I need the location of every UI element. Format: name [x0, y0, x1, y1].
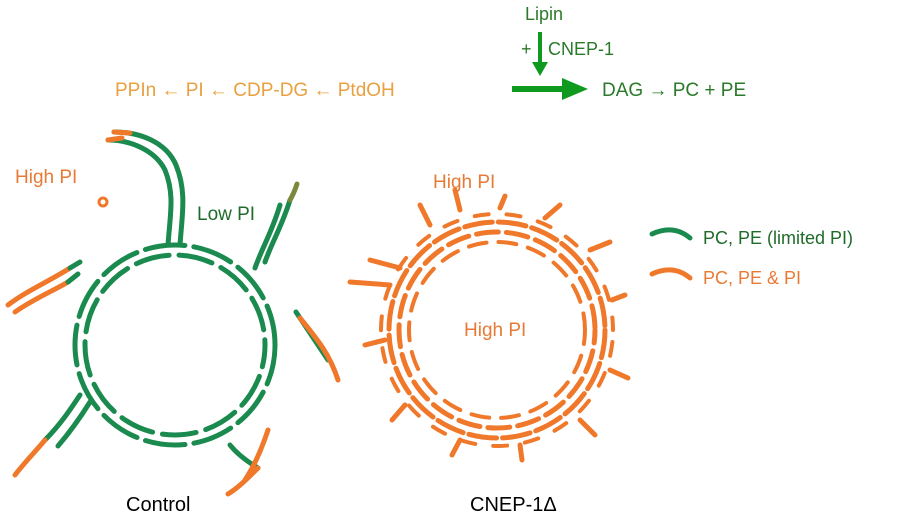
mutant-caption: CNEP-1Δ: [470, 494, 557, 516]
tubule-top-green-2: [111, 129, 186, 248]
cnep1-label: CNEP-1: [548, 39, 614, 59]
mutant-tubule-5: [587, 239, 613, 253]
mutant-ring-3: [407, 240, 587, 420]
tubule-left-green-base: [65, 259, 83, 285]
mutant-tubule-2: [452, 187, 463, 213]
lipin-arrow-head: [532, 62, 548, 76]
tubule-bl-green-2: [55, 399, 93, 449]
legend-orange-label: PC, PE & PI: [703, 268, 801, 288]
mutant-tubule-6: [609, 292, 628, 303]
mutant-high-pi-center-label: High PI: [464, 320, 526, 341]
control-er: [5, 129, 341, 497]
tubule-right-detached-orange: [297, 315, 341, 383]
legend-green-label: PC, PE (limited PI): [703, 228, 853, 248]
control-ring-inner: [82, 252, 268, 438]
mutant-tubule-12: [362, 337, 388, 348]
mutant-tubule-4: [542, 202, 563, 221]
pathway: Lipin + CNEP-1 PPIn ← PI ← CDP-DG ← PtdO…: [115, 4, 746, 101]
tubule-top-green: [105, 137, 174, 248]
tubule-right-green: [262, 197, 293, 265]
mutant-tubule-3: [497, 193, 508, 211]
control-low-pi-label: Low PI: [197, 204, 255, 225]
plus-sign: +: [521, 39, 532, 59]
tubule-right-green-2: [252, 202, 283, 271]
tubule-bl-orange: [12, 437, 48, 478]
control-caption: Control: [126, 494, 190, 516]
control-ring-outer: [72, 242, 278, 448]
tubule-top-orange-tip: [105, 129, 133, 143]
tubule-bl-green: [42, 392, 83, 443]
mutant-ring-1: [386, 219, 608, 441]
legend-orange-swatch: [649, 267, 693, 281]
tubule-br-orange-2: [242, 427, 271, 483]
lipid-chain-left: PPIn ← PI ← CDP-DG ← PtdOH: [115, 80, 395, 101]
mutant-tubule-11: [389, 402, 408, 423]
tubule-right-tip: [287, 181, 300, 203]
mutant-tubule-7: [607, 367, 631, 381]
mutant-tubule-9: [517, 442, 525, 463]
legend-green-swatch: [649, 227, 693, 241]
mutant-tubule-13: [347, 279, 393, 288]
mutant-tubule-8: [577, 417, 598, 438]
orange-vesicle: [97, 196, 109, 208]
lipid-chain-right: DAG → PC + PE: [602, 80, 746, 101]
legend: PC, PE (limited PI) PC, PE & PI: [649, 227, 853, 288]
control-high-pi-label: High PI: [15, 167, 77, 188]
tubule-left-orange: [5, 265, 73, 308]
main-arrow-head: [562, 78, 588, 100]
mutant-high-pi-top-label: High PI: [433, 172, 495, 193]
mutant-er: [347, 187, 631, 463]
tubule-br-orange: [225, 465, 261, 497]
mutant-tubule-1: [417, 202, 433, 228]
mutant-tubule-10: [449, 437, 463, 458]
tubule-left-orange-2: [12, 279, 71, 315]
mutant-ring-2: [396, 229, 598, 431]
lipin-label: Lipin: [525, 4, 563, 24]
mutant-tubule-14: [367, 257, 403, 271]
mutant-ring-4: [379, 212, 615, 448]
